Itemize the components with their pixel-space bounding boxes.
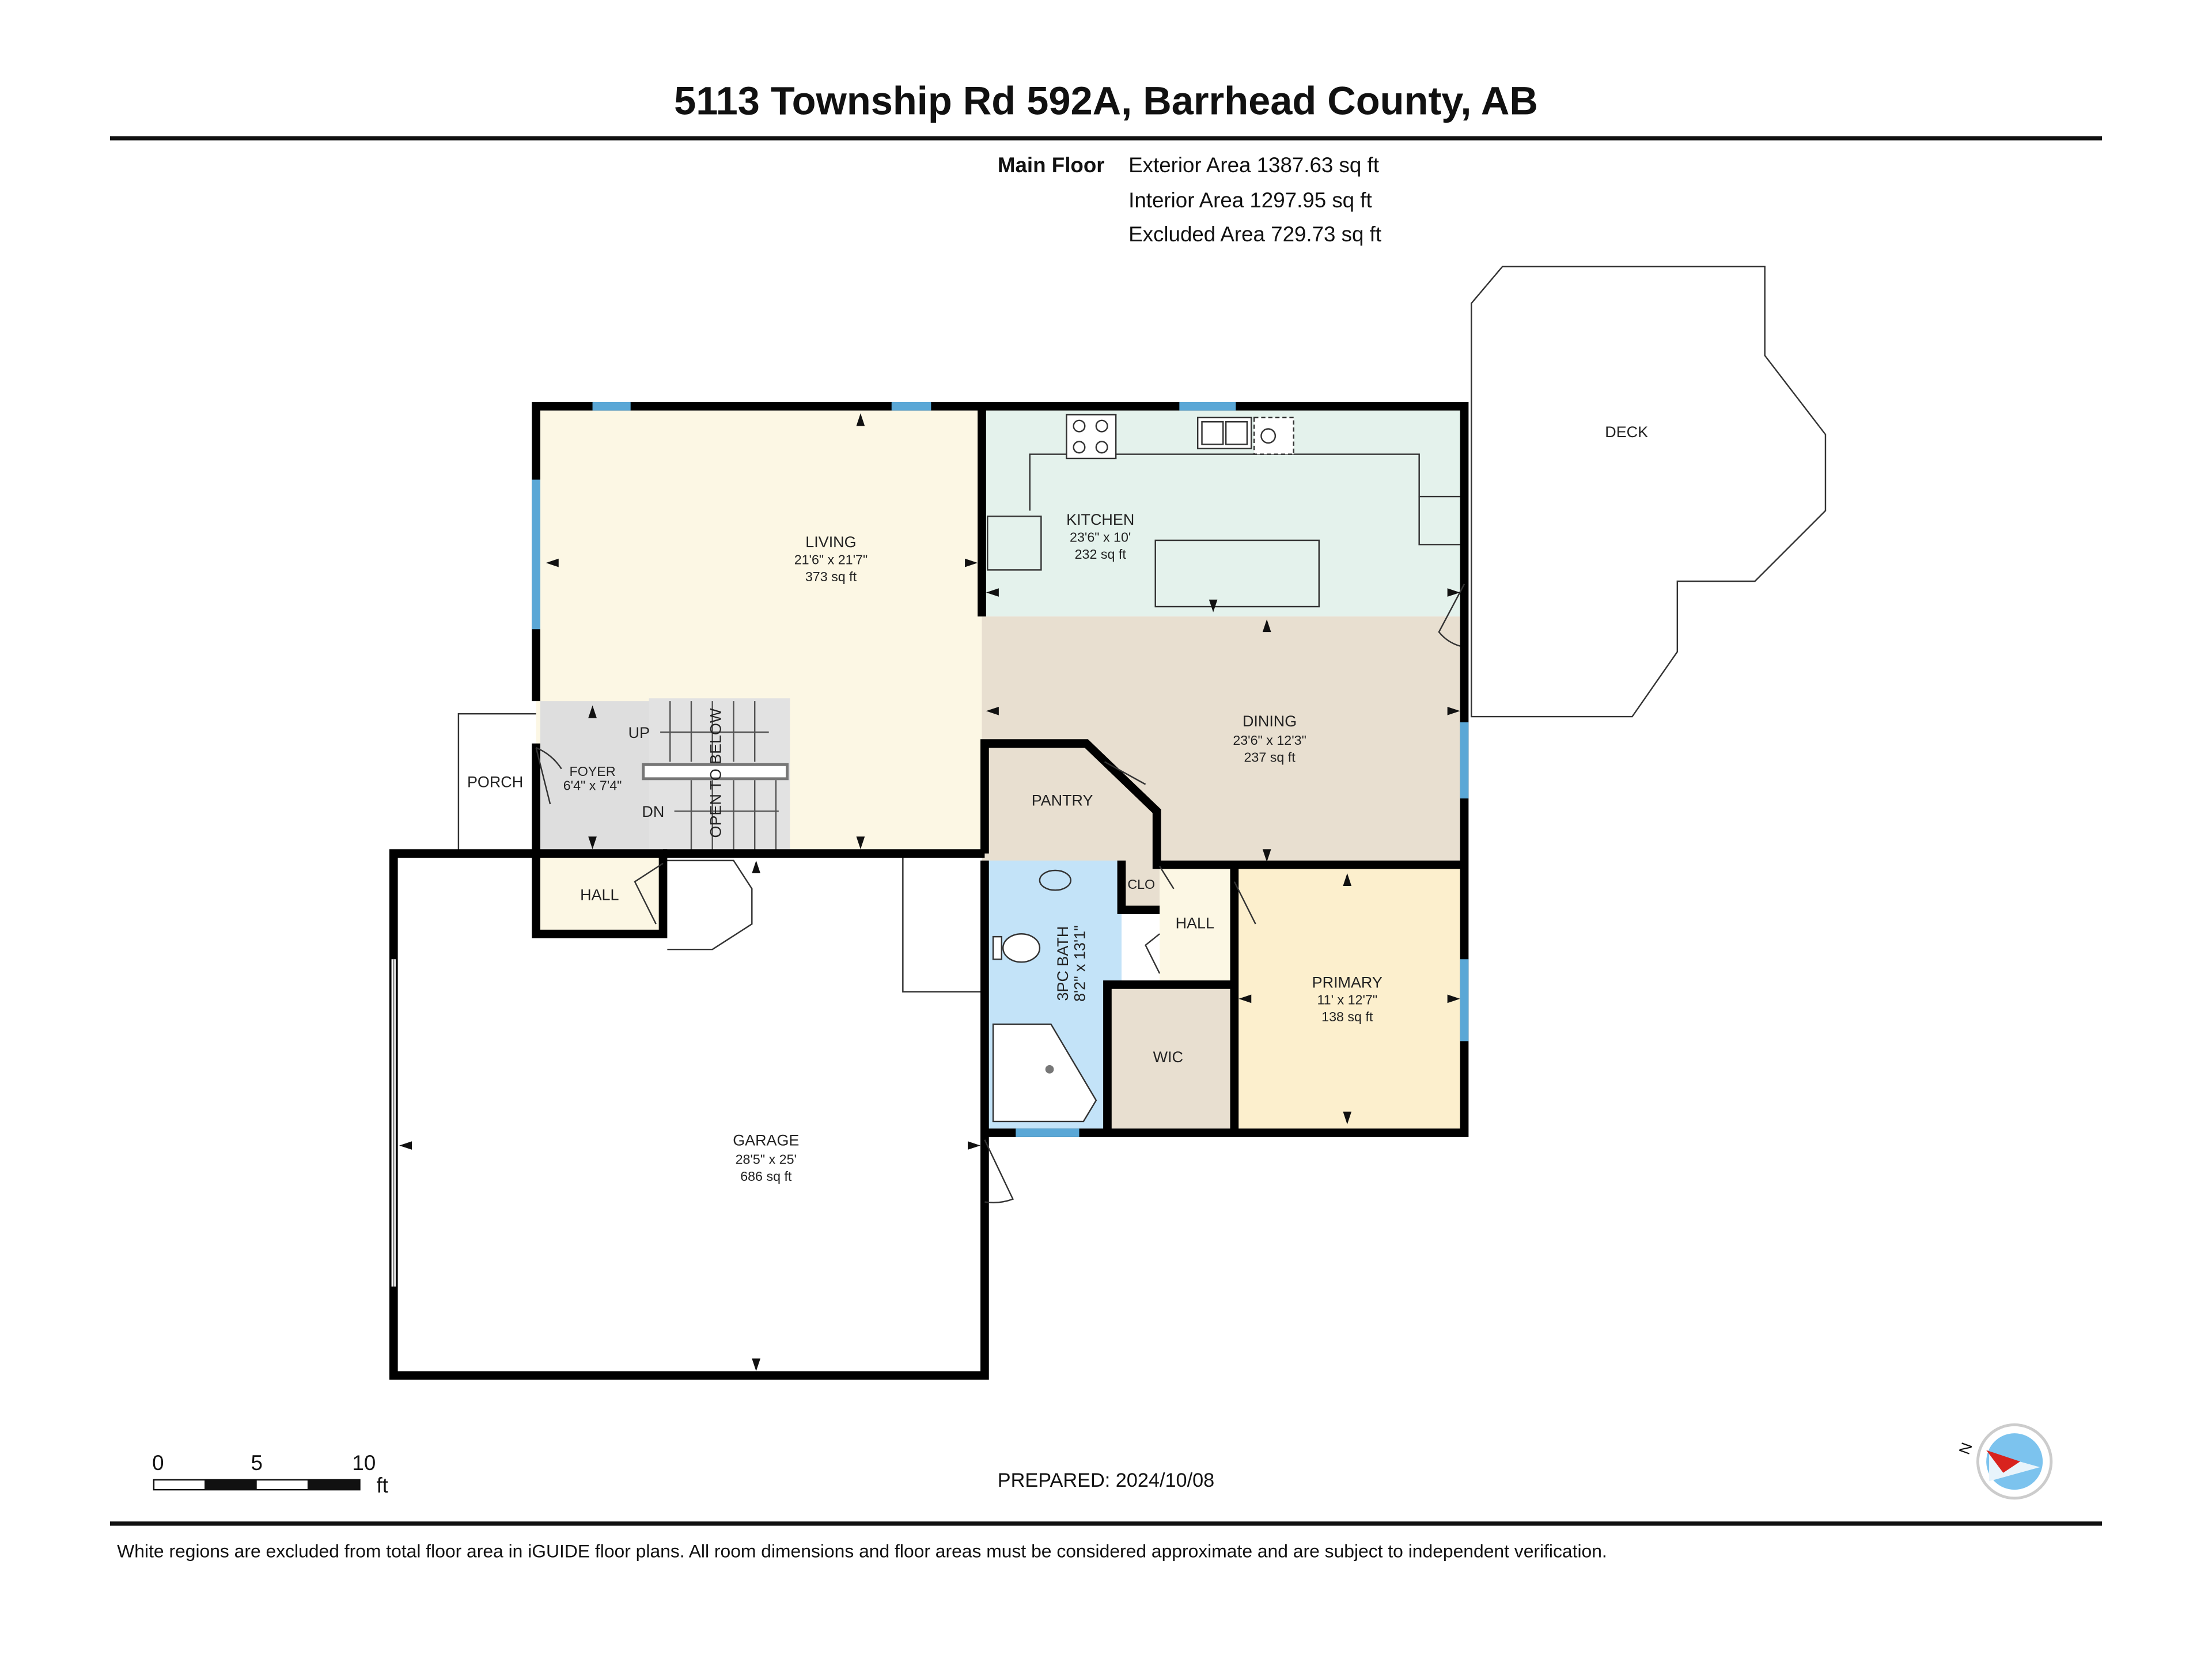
foyer-dims: 6'4" x 7'4"	[563, 778, 622, 793]
garage-dims: 28'5" x 25'	[736, 1152, 797, 1166]
porch-outline	[457, 713, 536, 851]
hall-right-room	[1160, 868, 1230, 981]
living-label: LIVING	[805, 533, 856, 551]
garage-label: GARAGE	[733, 1132, 799, 1149]
scale-bar	[153, 1479, 361, 1491]
living-dims: 21'6" x 21'7"	[794, 552, 868, 567]
garage-entry-steps	[663, 859, 753, 950]
dining-dims: 23'6" x 12'3"	[1233, 733, 1306, 748]
stove-icon	[1066, 414, 1117, 460]
scale-tick-5: 5	[251, 1451, 263, 1475]
porch-label: PORCH	[467, 774, 523, 791]
garage-nook-outline	[902, 857, 985, 993]
deck-label: DECK	[1605, 423, 1648, 441]
windows	[532, 402, 1469, 1137]
dimension-arrows	[399, 413, 1460, 1372]
hall-left-room	[540, 853, 664, 934]
pantry-label: PANTRY	[1032, 791, 1093, 809]
stairs-down-label: DN	[642, 803, 664, 820]
kitchen-label: KITCHEN	[1066, 511, 1134, 528]
scale-tick-10: 10	[352, 1451, 376, 1475]
excluded-area: Excluded Area 729.73 sq ft	[1128, 222, 1381, 246]
kitchen-area: 232 sq ft	[1075, 547, 1127, 562]
toilet-icon	[992, 933, 1041, 963]
deck-outline	[1471, 266, 1827, 718]
scale-unit: ft	[376, 1474, 388, 1497]
prepared-date: PREPARED: 2024/10/08	[998, 1469, 1215, 1491]
interior-area: Interior Area 1297.95 sq ft	[1128, 188, 1372, 212]
hall-right-label: HALL	[1176, 914, 1214, 931]
kitchen-counters	[987, 453, 1460, 608]
footer-disclaimer: White regions are excluded from total fl…	[117, 1541, 1607, 1562]
hall-left-label: HALL	[580, 886, 619, 903]
stairs-up-label: UP	[628, 724, 650, 741]
page-title: 5113 Township Rd 592A, Barrhead County, …	[674, 78, 1538, 123]
closet-label: CLO	[1127, 877, 1155, 892]
bathtub-icon	[992, 1023, 1097, 1123]
primary-area: 138 sq ft	[1321, 1009, 1373, 1024]
bath-label: 3PC BATH	[1054, 926, 1071, 1001]
wic-room	[1107, 987, 1230, 1129]
primary-dims: 11' x 12'7"	[1317, 993, 1377, 1007]
exterior-area: Exterior Area 1387.63 sq ft	[1128, 153, 1379, 177]
compass-icon	[1976, 1423, 2053, 1500]
primary-room	[1234, 868, 1465, 1129]
dining-area: 237 sq ft	[1244, 749, 1296, 764]
wic-label: WIC	[1153, 1048, 1183, 1066]
dishwasher-icon	[1253, 416, 1294, 455]
primary-label: PRIMARY	[1312, 974, 1382, 991]
foyer-label: FOYER	[570, 764, 616, 779]
compass-north-label: N	[1956, 1440, 1976, 1457]
kitchen-dims: 23'6" x 10'	[1070, 529, 1131, 544]
garage-area: 686 sq ft	[740, 1169, 792, 1184]
open-to-below-label: OPEN TO BELOW	[707, 708, 724, 838]
tub-drain-icon	[1045, 1065, 1054, 1074]
bath-sink-icon	[1039, 869, 1071, 891]
bath-dims: 8'2" x 13'1"	[1071, 925, 1088, 1002]
stair-railing	[642, 763, 789, 781]
scale-tick-0: 0	[152, 1451, 164, 1475]
dining-label: DINING	[1243, 713, 1297, 730]
floor-label: Main Floor	[998, 153, 1105, 177]
sink-icon	[1196, 416, 1252, 449]
living-area: 373 sq ft	[805, 569, 857, 584]
door-swings	[535, 584, 1465, 1203]
stair-treads	[660, 701, 779, 851]
